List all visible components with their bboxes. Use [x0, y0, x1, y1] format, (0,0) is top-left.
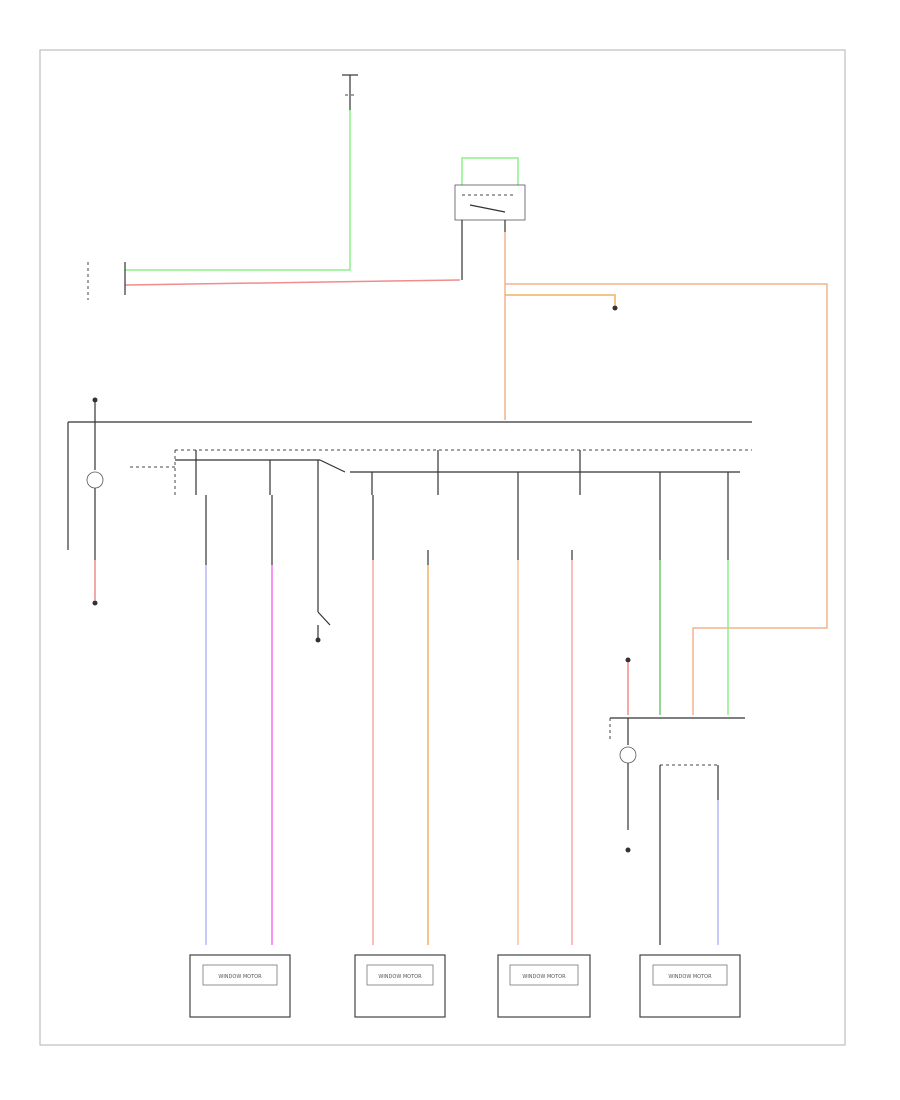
diagram-frame: [39, 49, 846, 1046]
motor-left-rear: WINDOW MOTOR: [354, 954, 446, 1018]
motor-left-rear-inner: [366, 964, 434, 986]
motor-passenger-inner: [652, 964, 728, 986]
left-breaker: [86, 471, 104, 489]
wire-green-relay-loop: [461, 157, 519, 185]
motor-right-rear: WINDOW MOTOR: [497, 954, 591, 1018]
master-switch-lock-contact: [319, 459, 346, 473]
motor-driver-label: WINDOW MOTOR: [218, 974, 262, 980]
ground-point-top: [612, 305, 618, 311]
motor-passenger-box: [639, 954, 741, 1018]
motor-right-rear-inner: [509, 964, 579, 986]
ground-passenger: [625, 847, 631, 853]
motor-right-rear-label: WINDOW MOTOR: [522, 974, 566, 980]
motor-driver-inner: [202, 964, 278, 986]
motor-left-rear-label: WINDOW MOTOR: [378, 974, 422, 980]
ground-left: [92, 600, 98, 606]
master-switch-contacts: [195, 450, 729, 495]
wire-orange-ground-lead: [505, 294, 616, 305]
passenger-breaker: [619, 746, 637, 764]
motor-driver-box: [189, 954, 291, 1018]
wire-green-top: [125, 110, 351, 271]
motor-passenger: WINDOW MOTOR: [639, 954, 741, 1018]
switch-output-leads: [205, 495, 729, 612]
relay-block: [454, 184, 526, 221]
wire-orange-right-loop: [505, 283, 828, 715]
lock-switch-blade: [317, 611, 331, 626]
motor-driver: WINDOW MOTOR: [189, 954, 291, 1018]
motor-right-rear-box: [497, 954, 591, 1018]
wire-pink-top: [124, 279, 461, 286]
relay-contact: [469, 204, 506, 213]
passenger-fuse-dot: [625, 657, 631, 663]
motor-passenger-label: WINDOW MOTOR: [668, 974, 712, 980]
motor-left-rear-box: [354, 954, 446, 1018]
